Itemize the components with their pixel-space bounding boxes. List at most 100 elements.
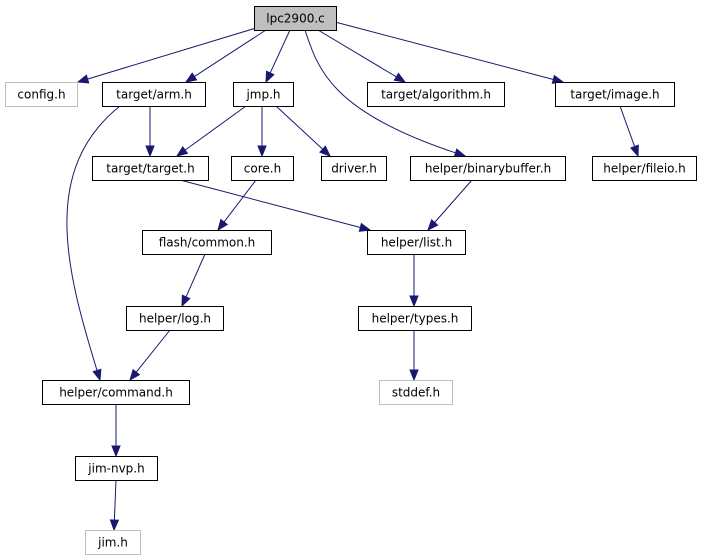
node-config-h: config.h [5,82,78,107]
node-label: helper/command.h [59,386,173,400]
edge-arrowhead [111,445,121,458]
node-lpc2900-c[interactable]: lpc2900.c [254,6,337,31]
node-label: target/target.h [106,162,194,176]
node-helper-types-h[interactable]: helper/types.h [358,306,472,331]
edge-line [193,29,267,78]
edge-line [223,179,257,224]
node-box [379,380,453,405]
edge-helper_list_h-to-helper_types_h [409,254,419,308]
edge-arrowhead [265,70,275,84]
node-target-arm-h[interactable]: target/arm.h [102,82,206,107]
node-driver-h[interactable]: driver.h [321,156,387,181]
node-box [75,456,158,481]
node-helper-list-h[interactable]: helper/list.h [367,230,466,255]
edge-arrowhead [129,368,141,382]
edge-jmp_h-to-driver_h [275,105,331,157]
node-label: flash/common.h [159,236,256,250]
edge-target_target_h-to-helper_list_h [179,179,372,232]
edge-line [317,29,398,78]
edge-helper_types_h-to-stddef_h [409,330,419,382]
node-box [367,82,505,107]
edge-core_h-to-flash_common_h [217,179,257,232]
edge-jmp_h-to-core_h [257,106,267,158]
node-target-image-h[interactable]: target/image.h [555,82,675,107]
edge-line [86,27,257,80]
node-helper-binarybuffer-h[interactable]: helper/binarybuffer.h [410,156,566,181]
node-box [85,530,141,555]
edge-arrowhead [427,218,439,232]
edge-line [304,29,457,154]
edge-arrowhead [409,369,419,382]
node-box [358,306,472,331]
edge-arrowhead [319,145,331,157]
edge-arrowhead [181,294,191,308]
node-label: target/arm.h [116,88,192,102]
node-label: helper/fileio.h [603,162,685,176]
node-label: driver.h [331,162,377,176]
node-box [321,156,387,181]
node-core-h[interactable]: core.h [231,156,294,181]
edge-lpc2900_c-to-target_image_h [334,21,565,84]
node-helper-command-h[interactable]: helper/command.h [42,380,190,405]
node-box [102,82,206,107]
node-label: target/algorithm.h [381,88,491,102]
node-label: jim-nvp.h [87,462,144,476]
edge-lpc2900_c-to-helper_binarybuffer_h [304,29,467,158]
edge-arrowhead [217,218,229,232]
node-label: helper/binarybuffer.h [425,162,551,176]
node-helper-log-h[interactable]: helper/log.h [126,306,224,331]
edge-arrowhead [145,145,155,158]
edge-target_image_h-to-helper_fileio_h [619,105,639,158]
edge-lpc2900_c-to-target_arm_h [184,29,267,83]
edge-arrowhead [257,145,267,158]
edge-line [433,179,473,224]
node-box [5,82,78,107]
node-label: core.h [244,162,281,176]
edge-line [269,29,291,75]
edge-target_arm_h-to-target_target_h [145,106,155,158]
node-box [92,156,209,181]
node-box [592,156,697,181]
node-label: helper/list.h [381,236,452,250]
edge-jmp_h-to-target_target_h [175,105,247,157]
edge-lpc2900_c-to-jmp_h [265,29,291,84]
node-flash-common-h[interactable]: flash/common.h [142,230,272,255]
node-label: helper/log.h [139,312,211,326]
edge-jim_nvp_h-to-jim_h [109,479,120,532]
node-helper-fileio-h[interactable]: helper/fileio.h [592,156,697,181]
node-box [254,6,337,31]
node-label: stddef.h [392,386,440,400]
nodes-layer: lpc2900.c config.h target/arm.h jmp.h target… [5,6,697,555]
node-jim-nvp-h[interactable]: jim-nvp.h [75,456,158,481]
node-target-target-h[interactable]: target/target.h [92,156,209,181]
node-box [367,230,466,255]
edge-line [113,479,117,522]
edge-target_arm_h-to-helper_command_h [66,105,121,382]
edge-arrowhead [184,72,198,83]
edge-lpc2900_c-to-target_algorithm_h [317,29,407,83]
node-box [142,230,272,255]
edge-line [275,105,324,151]
edge-arrowhead [629,144,639,158]
edge-arrowhead [453,148,467,158]
node-target-algorithm-h[interactable]: target/algorithm.h [367,82,505,107]
edge-line [619,105,636,148]
edge-arrowhead [358,222,372,232]
edge-lpc2900_c-to-config_h [76,27,257,84]
edge-arrowhead [175,146,189,157]
node-label: helper/types.h [372,312,459,326]
edge-arrowhead [76,74,90,84]
node-box [126,306,224,331]
edge-line [179,179,362,229]
node-box [233,82,294,107]
edge-arrowhead [393,72,407,83]
edge-flash_common_h-to-helper_log_h [181,253,206,308]
edge-line [66,105,121,372]
node-label: jim.h [97,536,128,550]
node-label: target/image.h [570,88,659,102]
node-label: config.h [17,88,65,102]
node-jmp-h[interactable]: jmp.h [233,82,294,107]
edge-line [185,253,206,298]
edge-arrowhead [92,368,102,382]
